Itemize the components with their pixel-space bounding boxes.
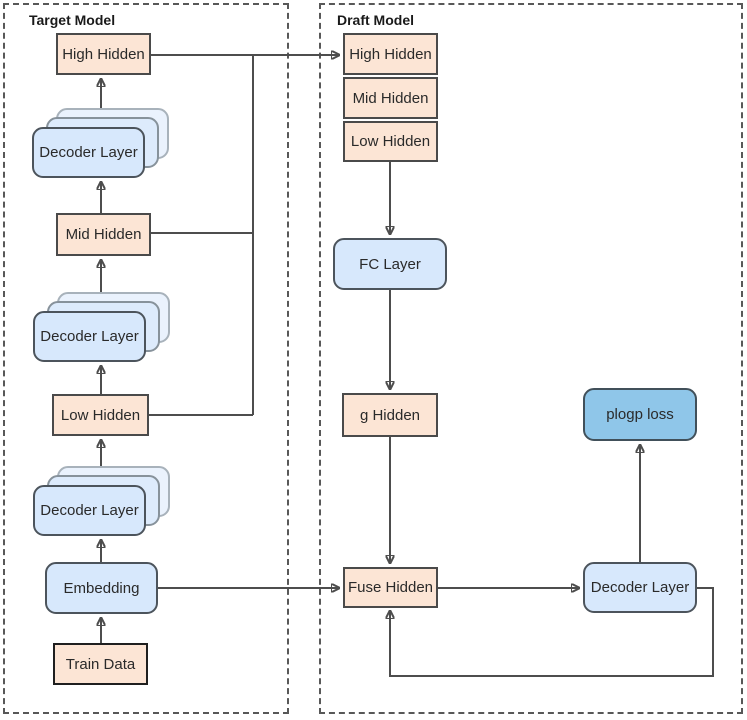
node-train-data: Train Data: [53, 643, 148, 685]
target-model-group: [3, 3, 289, 714]
draft-model-group: [319, 3, 743, 714]
node-draft-low-hidden: Low Hidden: [343, 121, 438, 162]
node-target-decoder-stack-bottom: Decoder Layer: [33, 466, 170, 536]
node-draft-mid-hidden: Mid Hidden: [343, 77, 438, 119]
arrow-decoder-feedback-to-fusehidden: [390, 587, 714, 677]
node-target-low-hidden: Low Hidden: [52, 394, 149, 436]
node-embedding: Embedding: [45, 562, 158, 614]
node-g-hidden: g Hidden: [342, 393, 438, 437]
node-plogp-loss: plogp loss: [583, 388, 697, 441]
draft-model-title: Draft Model: [337, 12, 414, 28]
decoder-layer-card-front: Decoder Layer: [32, 127, 145, 178]
node-target-mid-hidden: Mid Hidden: [56, 213, 151, 256]
node-fuse-hidden: Fuse Hidden: [343, 567, 438, 608]
node-draft-high-hidden: High Hidden: [343, 33, 438, 75]
node-fc-layer: FC Layer: [333, 238, 447, 290]
node-target-decoder-stack-top: Decoder Layer: [32, 108, 169, 178]
node-target-decoder-stack-middle: Decoder Layer: [33, 292, 170, 362]
decoder-layer-card-front: Decoder Layer: [33, 311, 146, 362]
target-model-title: Target Model: [29, 12, 116, 28]
node-target-high-hidden: High Hidden: [56, 33, 151, 75]
decoder-layer-card-front: Decoder Layer: [33, 485, 146, 536]
node-draft-decoder-layer: Decoder Layer: [583, 562, 697, 613]
